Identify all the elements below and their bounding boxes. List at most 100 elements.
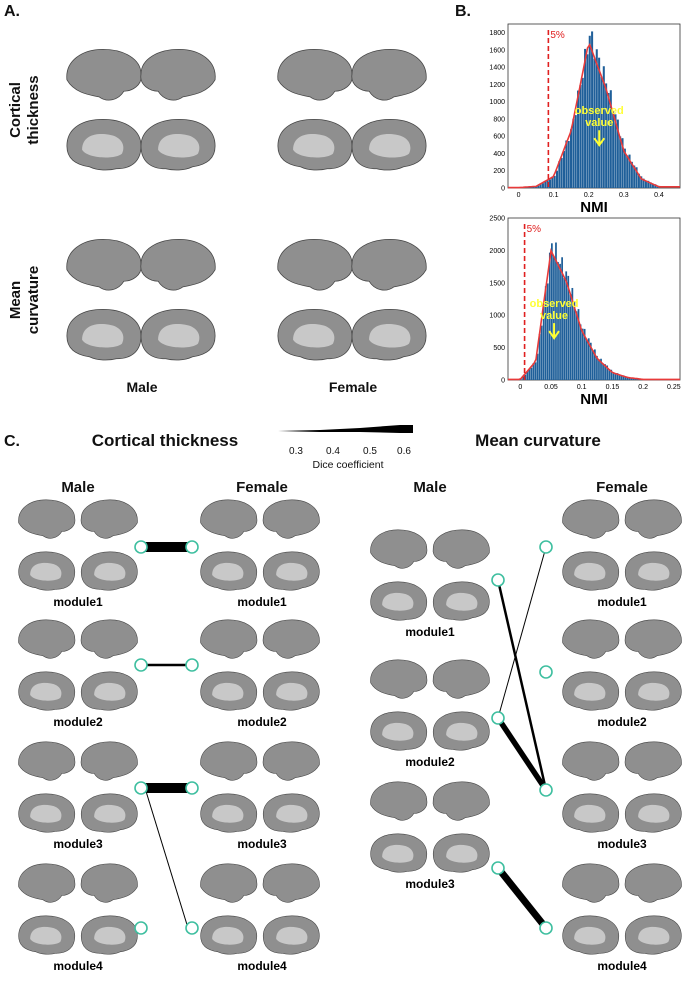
y-tick-label: 1800: [489, 30, 505, 37]
histogram-bar: [561, 257, 563, 380]
medial-wall: [369, 323, 411, 348]
c-ct-male-4-lat-right: [80, 863, 138, 903]
histogram-bar: [640, 176, 643, 188]
c-mc-male-2-med-left: [370, 711, 428, 751]
cortex-surface: [140, 239, 216, 291]
c-ct-female-1-lat-right: [262, 499, 320, 539]
cortex-surface: [81, 499, 138, 539]
histogram-bar: [591, 31, 594, 188]
mc-male-header: Male: [413, 479, 446, 496]
dice-link: [496, 579, 548, 791]
c-mc-female-1-med-left: [562, 551, 620, 591]
c-mc-female-2-lat-left: [562, 619, 620, 659]
module-label: module2: [237, 715, 287, 729]
network-node: [539, 783, 553, 797]
histogram-bar: [594, 349, 596, 380]
ct-male-header: Male: [61, 479, 94, 496]
cortex-surface: [370, 529, 427, 569]
module-label: module3: [53, 837, 103, 851]
a-ct-female-medial-left: [277, 118, 353, 171]
y-tick-label: 500: [493, 345, 505, 352]
c-ct-female-3-lat-left: [200, 741, 258, 781]
cortex-surface: [433, 781, 490, 821]
histogram-bar: [558, 161, 561, 188]
medial-wall: [276, 562, 308, 581]
c-ct-male-1-lat-right: [80, 499, 138, 539]
x-tick-label: 0.2: [584, 192, 594, 199]
row1-title-line1: Cortical: [7, 82, 24, 138]
c-ct-female-1-lat-left: [200, 499, 258, 539]
histogram-bar: [619, 136, 622, 188]
percentile-5-label: 5%: [527, 224, 542, 235]
c-ct-female-4-lat-right: [262, 863, 320, 903]
network-node: [539, 540, 553, 554]
cortex-surface: [562, 619, 619, 659]
c-ct-male-2-med-left: [18, 671, 76, 711]
c-mc-female-1-lat-right: [624, 499, 682, 539]
histogram-bar: [595, 49, 598, 188]
cortex-surface: [263, 863, 320, 903]
panel-b-label: B.: [455, 3, 471, 20]
histogram-bar: [548, 179, 551, 188]
row2-title-line2: curvature: [25, 266, 42, 334]
histogram-bar: [532, 363, 535, 380]
c-mc-female-4-med-left: [562, 915, 620, 955]
observed-arrow: [593, 130, 606, 147]
histogram-bar: [565, 271, 568, 380]
medial-wall: [212, 804, 244, 823]
histogram-bar: [614, 114, 617, 188]
y-tick-label: 200: [493, 168, 505, 175]
histogram-bar: [574, 115, 577, 188]
histogram-bar: [585, 339, 588, 380]
network-node: [185, 540, 199, 554]
medial-wall: [82, 133, 124, 158]
medial-wall: [574, 926, 606, 945]
histogram-bar: [654, 184, 657, 188]
module-label: module1: [597, 595, 647, 609]
medial-wall: [94, 804, 126, 823]
fit-curve: [508, 42, 680, 189]
c-ct-male-4-med-right: [80, 915, 138, 955]
histogram-bar: [563, 277, 566, 380]
histogram-bar: [587, 338, 590, 380]
fit-curve: [508, 247, 680, 381]
histogram-bar: [623, 148, 626, 188]
cortex-surface: [18, 863, 75, 903]
c-ct-male-3-lat-left: [18, 741, 76, 781]
observed-label: observed: [530, 298, 579, 310]
histogram-bar: [575, 311, 578, 380]
c-mc-male-3-med-right: [432, 833, 490, 873]
histogram-bar: [602, 363, 604, 380]
histogram-bar: [628, 377, 631, 380]
c-mc-male-1-med-left: [370, 581, 428, 621]
medial-wall: [94, 562, 126, 581]
histogram-bar: [598, 57, 601, 189]
histogram-bar: [649, 182, 652, 188]
network-node: [491, 861, 505, 875]
histogram-bar: [544, 286, 547, 380]
histogram-bar: [618, 374, 621, 380]
network-node: [185, 921, 199, 935]
network-node: [491, 573, 505, 587]
histogram-bar: [567, 140, 570, 188]
c-ct-male-2-lat-right: [80, 619, 138, 659]
medial-wall: [94, 682, 126, 701]
dice-link: [497, 546, 547, 719]
c-ct-female-3-med-right: [262, 793, 320, 833]
c-ct-female-3-lat-right: [262, 741, 320, 781]
cortex-surface: [140, 49, 216, 101]
cortex-surface: [18, 741, 75, 781]
histogram-bar: [608, 369, 611, 380]
panel-c-links: [134, 540, 553, 935]
cortex-surface: [433, 659, 490, 699]
cortex-surface: [200, 863, 257, 903]
cortex-surface: [370, 659, 427, 699]
cortex-surface: [81, 619, 138, 659]
histogram-bar: [537, 185, 540, 188]
histogram-bar: [596, 355, 598, 380]
dice-legend: 0.3 0.4 0.5 0.6 Dice coefficient: [278, 425, 413, 471]
c-mc-male-2-lat-right: [432, 659, 490, 699]
medial-wall: [212, 926, 244, 945]
histogram-bar: [581, 77, 584, 188]
